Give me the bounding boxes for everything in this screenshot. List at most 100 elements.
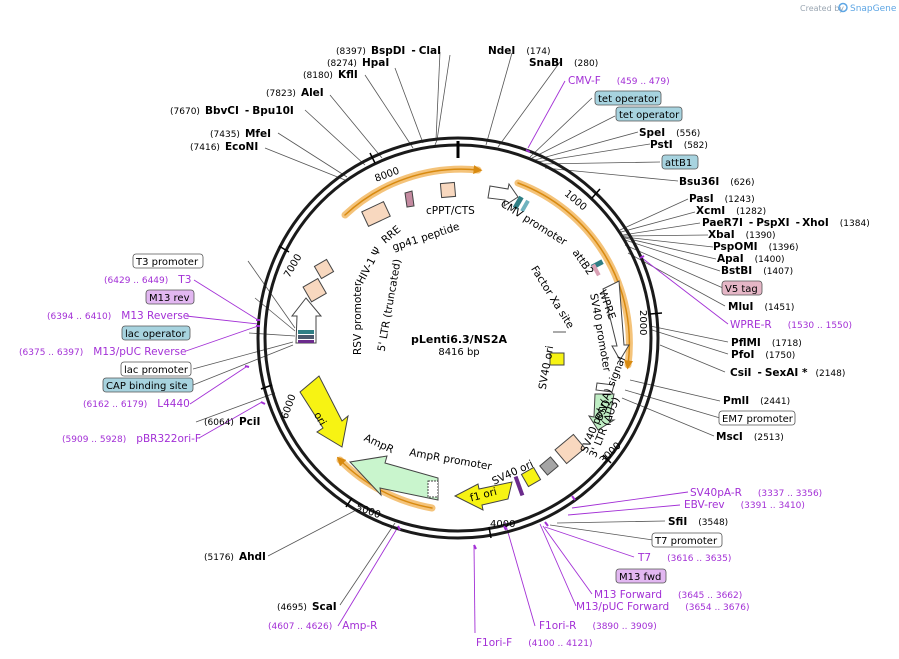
enzyme-msci[interactable]: MscI(2513): [716, 431, 784, 443]
enzyme-ahdi[interactable]: (5176)AhdI: [204, 551, 266, 563]
primer-m13-puc-forward[interactable]: M13/pUC Forward(3654 .. 3676): [576, 601, 749, 613]
primer-t7[interactable]: T7(3616 .. 3635): [637, 552, 731, 564]
primer-site-ticks: [244, 149, 645, 550]
enzyme-bstbi[interactable]: BstBI(1407): [721, 265, 793, 277]
sv40-ori-box-lower: [520, 466, 542, 488]
box-m13-fwd[interactable]: M13 fwd: [615, 568, 667, 584]
enzyme-xbai[interactable]: XbaI(1390): [708, 229, 776, 241]
svg-text:V5 tag: V5 tag: [725, 284, 758, 295]
snapgene-credit: Created by SnapGene: [800, 2, 897, 14]
enzyme-pfoi[interactable]: PfoI(1750): [731, 349, 795, 361]
svg-text:CAP binding site: CAP binding site: [106, 381, 188, 392]
primer-m13-forward[interactable]: M13 Forward(3645 .. 3662): [594, 589, 742, 601]
primer-t3[interactable]: (6429 .. 6449)T3: [104, 274, 191, 286]
snapgene-logo-icon: [838, 2, 848, 13]
svg-text:attB1: attB1: [665, 158, 692, 169]
svg-text:tet operator: tet operator: [598, 94, 659, 105]
enzyme-snabi[interactable]: SnaBI(280): [529, 57, 598, 69]
enzyme-mfei[interactable]: (7435)MfeI: [210, 128, 271, 140]
primer-wpre-r[interactable]: WPRE-R(1530 .. 1550): [730, 319, 852, 331]
enzyme-ndei[interactable]: NdeI(174): [488, 45, 551, 57]
box-attb1[interactable]: attB1: [661, 154, 699, 170]
feature-shapes: [290, 181, 630, 511]
lbl-ori: ori: [311, 410, 328, 428]
tick-label-2000: 2000: [637, 310, 648, 335]
plasmid-name: pLenti6.3/NS2A: [411, 333, 507, 346]
box-t3-promoter[interactable]: T3 promoter: [132, 253, 204, 269]
tick-label-4000: 4000: [490, 519, 515, 530]
primer-labels: CMV-F(459 .. 479) WPRE-R(1530 .. 1550) (…: [19, 75, 852, 649]
ltr5-bar-2: [298, 335, 314, 339]
enzyme-sfii[interactable]: SfiI(3548): [668, 516, 728, 528]
enzyme-pspomi[interactable]: PspOMI(1396): [713, 241, 799, 253]
credit-text: Created by: [800, 4, 844, 13]
brand-text: SnapGene: [850, 4, 897, 14]
lbl-sv40-ori-upper: SV40 ori: [537, 345, 556, 391]
em7-promoter-shape: [595, 382, 615, 393]
lbl-rsv-promoter: RSV promoter: [352, 281, 364, 355]
lbl-attb2: attB2: [570, 247, 596, 277]
enzyme-pmli[interactable]: PmlI(2441): [723, 395, 790, 407]
lbl-gp41-peptide: gp41 peptide: [391, 221, 461, 254]
primer-marker-lower: [513, 475, 525, 497]
lbl-ampr-promoter: AmpR promoter: [408, 447, 493, 473]
enzyme-mlui[interactable]: MluI(1451): [728, 301, 794, 313]
enzyme-csii-sexai[interactable]: CsiI-SexAI *(2148): [730, 367, 845, 379]
enzyme-bbvci-bpu10i[interactable]: (7670)BbvCI-Bpu10I: [170, 105, 294, 117]
enzyme-kfli[interactable]: (8180)KflI: [303, 69, 358, 81]
primer-l4440[interactable]: (6162 .. 6179)L4440: [83, 398, 190, 410]
enzyme-econi[interactable]: (7416)EcoNI: [190, 141, 258, 153]
enzyme-pflmi[interactable]: PflMI(1718): [731, 337, 802, 349]
ampr-arrow: [348, 455, 439, 501]
primer-m13-reverse[interactable]: (6394 .. 6410)M13 Reverse: [47, 310, 189, 322]
tick-label-6000: 6000: [280, 393, 299, 421]
enzyme-xcmi[interactable]: XcmI(1282): [696, 205, 766, 217]
wpre-arrow: [602, 280, 630, 361]
enzyme-alei[interactable]: (7823)AleI: [266, 87, 324, 99]
ampr-promoter-box: [427, 480, 439, 498]
enzyme-scai[interactable]: (4695)ScaI: [277, 601, 337, 613]
enzyme-bspdi-clai[interactable]: (8397)BspDI-ClaI: [336, 45, 441, 57]
box-lac-operator[interactable]: lac operator: [121, 325, 191, 341]
primer-amp-r[interactable]: (4607 .. 4626)Amp-R: [268, 620, 377, 632]
box-em7-promoter[interactable]: EM7 promoter: [718, 410, 796, 426]
box-t7-promoter[interactable]: T7 promoter: [651, 532, 723, 548]
enzyme-spei[interactable]: SpeI(556): [639, 127, 700, 139]
enzyme-bsu36i[interactable]: Bsu36I(626): [679, 176, 754, 188]
box-m13-rev[interactable]: M13 rev: [145, 289, 195, 305]
svg-text:EM7 promoter: EM7 promoter: [722, 414, 794, 425]
ltr5-bar-3: [298, 340, 314, 343]
ltr5-bar-1: [298, 330, 314, 334]
boxed-feature-labels: tet operator tet operator attB1 V5 tag E…: [102, 90, 796, 584]
lbl-cppt-cts: cPPT/CTS: [426, 205, 475, 217]
primer-f1ori-f[interactable]: F1ori-F(4100 .. 4121): [476, 637, 593, 649]
primer-m13-puc-reverse[interactable]: (6375 .. 6397)M13/pUC Reverse: [19, 346, 186, 358]
enzyme-pcii[interactable]: (6064)PciI: [204, 416, 260, 428]
orf-arcs: [336, 165, 634, 512]
enzyme-psti[interactable]: PstI(582): [650, 139, 708, 151]
box-tet-operator-2[interactable]: tet operator: [615, 106, 683, 122]
rre-box: [361, 201, 391, 227]
primer-sv40pa-r[interactable]: SV40pA-R(3337 .. 3356): [690, 487, 822, 499]
primer-ebv-rev[interactable]: EBV-rev(3391 .. 3410): [684, 499, 805, 511]
lbl-5ltr: 5' LTR (truncated): [376, 258, 404, 352]
primer-f1ori-r[interactable]: F1ori-R(3890 .. 3909): [539, 620, 657, 632]
enzyme-labels-left: (8397)BspDI-ClaI (8274)HpaI (8180)KflI (…: [170, 45, 441, 613]
enzyme-pasi[interactable]: PasI(1243): [689, 193, 755, 205]
primer-pbr322ori-f[interactable]: (5909 .. 5928)pBR322ori-F: [62, 433, 201, 445]
enzyme-apai[interactable]: ApaI(1400): [717, 253, 785, 265]
svg-text:T3 promoter: T3 promoter: [135, 257, 199, 268]
box-tet-operator-1[interactable]: tet operator: [594, 90, 662, 106]
box-v5-tag[interactable]: V5 tag: [721, 280, 763, 296]
enzyme-paer7i-pspxi-xhoi[interactable]: PaeR7I-PspXI-XhoI(1384): [702, 217, 870, 229]
plasmid-length: 8416 bp: [438, 347, 479, 358]
attb1-marker-2: [520, 199, 530, 213]
cppt-box: [439, 181, 457, 199]
box-lac-promoter[interactable]: lac promoter: [120, 361, 192, 377]
box-cap-binding-site[interactable]: CAP binding site: [102, 377, 194, 393]
lbl-ampr: AmpR: [362, 432, 396, 456]
primer-leader-lines: [185, 80, 729, 634]
enzyme-hpai[interactable]: (8274)HpaI: [327, 57, 389, 69]
primer-cmv-f[interactable]: CMV-F(459 .. 479): [568, 75, 670, 87]
